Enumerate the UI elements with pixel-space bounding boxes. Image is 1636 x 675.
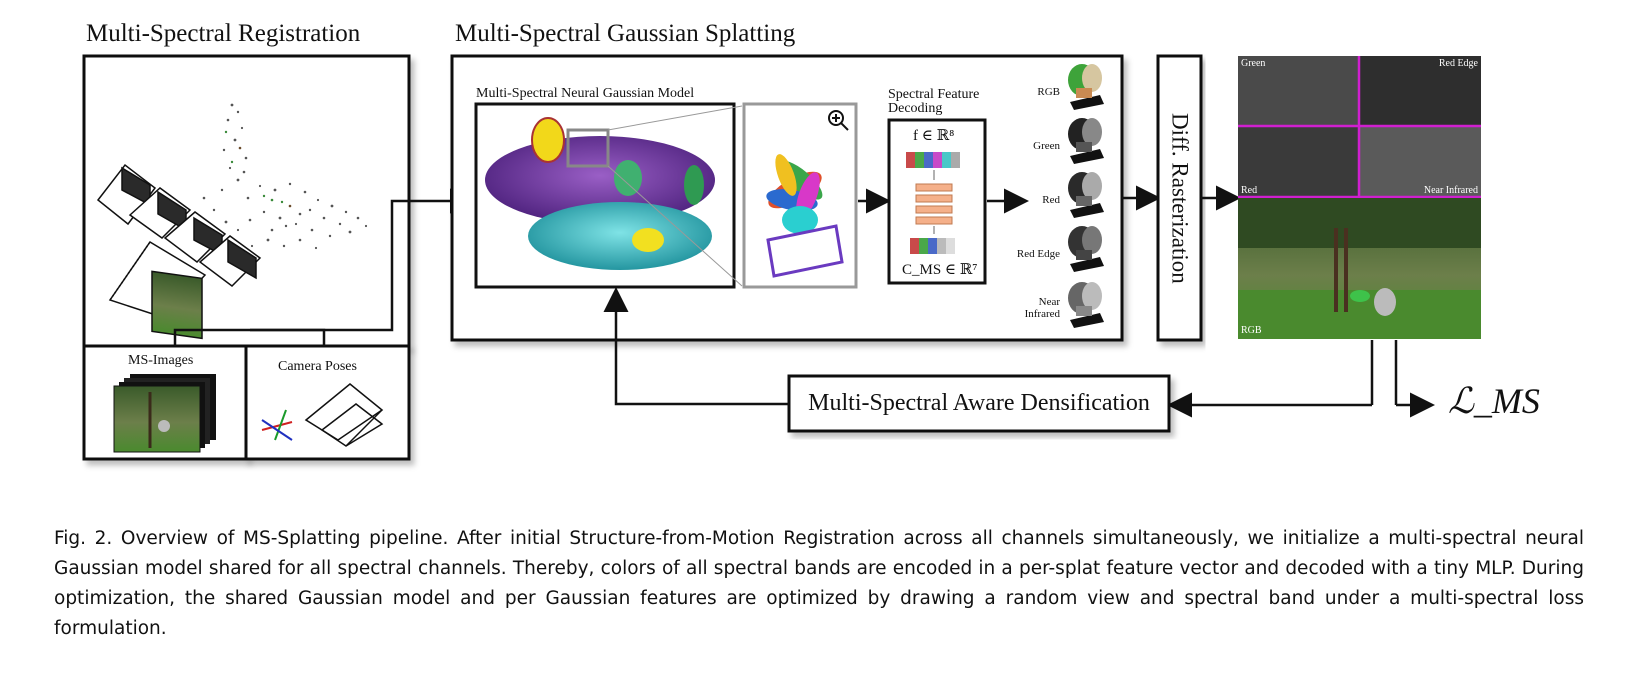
mlp-layers [915, 183, 953, 225]
channel-label-rgb: RGB [1037, 86, 1060, 98]
zoomed-splats [766, 154, 844, 278]
channel-icon-near-infrared [1068, 282, 1104, 328]
channel-label-red-edge: Red Edge [1016, 248, 1060, 260]
zoom-icon [828, 110, 849, 131]
rasterization-box [1156, 54, 1203, 342]
gaussian-model-title: Multi-Spectral Neural Gaussian Model [476, 86, 695, 101]
channel-icon-green [1068, 118, 1104, 164]
feature-vector-input [906, 152, 960, 168]
gaussian-ellipsoids [485, 105, 743, 287]
channel-icon-rgb [1068, 64, 1104, 110]
feature-vector-output [910, 238, 955, 254]
channel-label-near-infrared: Near Infrared [1024, 296, 1060, 320]
point-cloud [194, 103, 368, 254]
figure-caption: Fig. 2. Overview of MS-Splatting pipelin… [54, 528, 1584, 639]
grid-label-green: Green [1241, 58, 1266, 69]
loss-label: ℒ_MS [1448, 381, 1540, 421]
ms-images-stack [113, 374, 216, 453]
render-grid [1238, 56, 1481, 339]
densification-label: Multi-Spectral Aware Densification [808, 390, 1150, 416]
feature-symbol: f ∈ ℝ⁸ [913, 128, 955, 144]
channel-icon-red [1068, 172, 1104, 218]
splatting-title: Multi-Spectral Gaussian Splatting [455, 20, 796, 47]
output-symbol: C_MS ∈ ℝ⁷ [902, 262, 978, 278]
decoding-title-line2: Decoding [888, 101, 943, 116]
channel-icon-red-edge [1068, 226, 1104, 272]
densification-box [787, 374, 1171, 433]
decoding-title: Spectral Feature Decoding [888, 88, 979, 116]
rasterization-label-wrap: Diff. Rasterization [1158, 56, 1201, 340]
channel-label-red: Red [1042, 194, 1060, 206]
pipeline-diagram [82, 54, 1481, 461]
grid-label-near-infrared: Near Infrared [1423, 185, 1478, 196]
grid-label-red-edge: Red Edge [1438, 58, 1478, 69]
grid-label-rgb: RGB [1241, 325, 1262, 336]
decoding-title-line1: Spectral Feature [888, 87, 980, 102]
registration-title: Multi-Spectral Registration [86, 20, 361, 47]
camera-frustums [96, 163, 262, 340]
camera-poses-box [244, 344, 411, 461]
channel-label-green: Green [1033, 140, 1060, 152]
ms-images-label: MS-Images [128, 353, 194, 368]
camera-poses-illustration [261, 383, 384, 447]
rasterization-label: Diff. Rasterization [1167, 112, 1193, 284]
grid-label-red: Red [1241, 185, 1258, 196]
camera-poses-label: Camera Poses [278, 359, 357, 374]
